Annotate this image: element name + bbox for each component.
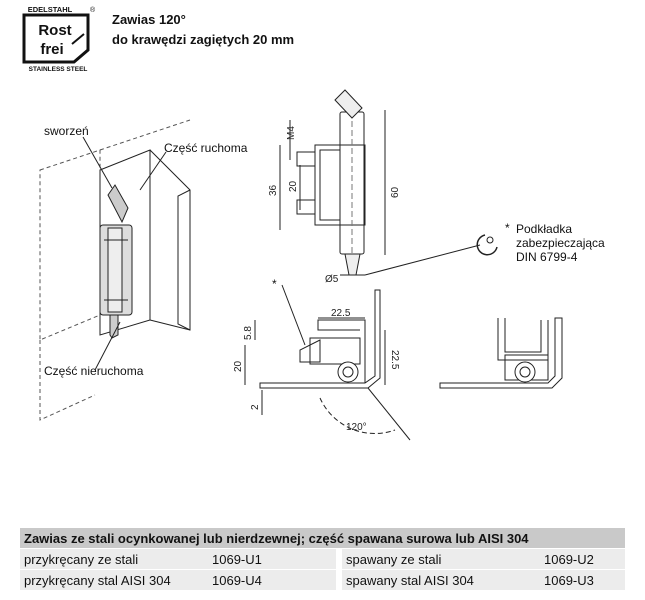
dim-36: 36 [268, 184, 279, 196]
hinge-section-view-right [439, 317, 563, 389]
table-cell-desc: spawany ze stali [336, 548, 540, 570]
dim-22-5-vertical: 22.5 [389, 350, 400, 370]
section-asterisk: * [272, 277, 277, 291]
product-title: Zawias 120° do krawędzi zagiętych 20 mm [112, 10, 294, 50]
table-cell-code: 1069-U2 [540, 548, 625, 570]
logo-top-text: EDELSTAHL [28, 5, 73, 14]
hinge-3d-view [39, 119, 191, 421]
table-cell-desc: spawany stal AISI 304 [336, 569, 540, 591]
hinge-section-view-left [259, 289, 411, 441]
dim-diameter-5: Ø5 [325, 274, 339, 285]
washer-icon [476, 234, 498, 256]
table-row: przykręcany ze stali 1069-U1 spawany ze … [20, 548, 625, 570]
logo-registered-mark: ® [90, 6, 96, 14]
logo-badge: EDELSTAHL ® Rost frei STAINLESS STEEL [20, 4, 96, 74]
logo-word-rost: Rost [38, 22, 71, 39]
label-moving-part: Część ruchoma [164, 141, 248, 155]
dim-2: 2 [250, 404, 261, 410]
washer-label-line-2: zabezpieczająca [516, 236, 605, 250]
table-cell-code: 1069-U1 [208, 548, 339, 570]
table-cell-code: 1069-U3 [540, 569, 625, 591]
label-fixed-part: Część nieruchoma [44, 364, 144, 378]
table-header: Zawias ze stali ocynkowanej lub nierdzew… [20, 528, 625, 549]
hinge-side-view [296, 89, 366, 276]
dim-20-bottom: 20 [233, 360, 244, 372]
table-cell-desc: przykręcany ze stali [20, 548, 208, 570]
logo-bottom-text: STAINLESS STEEL [29, 66, 88, 73]
table-row: przykręcany stal AISI 304 1069-U4 spawan… [20, 569, 625, 591]
product-variants-table: Zawias ze stali ocynkowanej lub nierdzew… [20, 528, 625, 591]
dim-20-top: 20 [288, 180, 299, 192]
title-line-1: Zawias 120° [112, 12, 186, 27]
title-line-2: do krawędzi zagiętych 20 mm [112, 32, 295, 47]
table-header-row: Zawias ze stali ocynkowanej lub nierdzew… [20, 528, 625, 549]
dim-60: 60 [390, 186, 401, 198]
washer-label-line-3: DIN 6799-4 [516, 250, 578, 264]
dim-5-8: 5.8 [243, 326, 254, 340]
logo-word-frei: frei [40, 41, 63, 58]
dim-angle-120: 120° [346, 422, 367, 433]
technical-drawing: sworzeń Część ruchoma Część nieruchoma *… [39, 89, 605, 441]
table-cell-desc: przykręcany stal AISI 304 [20, 569, 208, 591]
washer-label-line-1: Podkładka [516, 222, 572, 236]
washer-asterisk: * [505, 221, 510, 235]
dim-22-5-horizontal: 22.5 [331, 308, 351, 319]
label-pin: sworzeń [44, 124, 89, 138]
dim-m4: M4 [286, 126, 297, 140]
rostfrei-logo: EDELSTAHL ® Rost frei STAINLESS STEEL [20, 4, 96, 74]
table-cell-code: 1069-U4 [208, 569, 339, 591]
